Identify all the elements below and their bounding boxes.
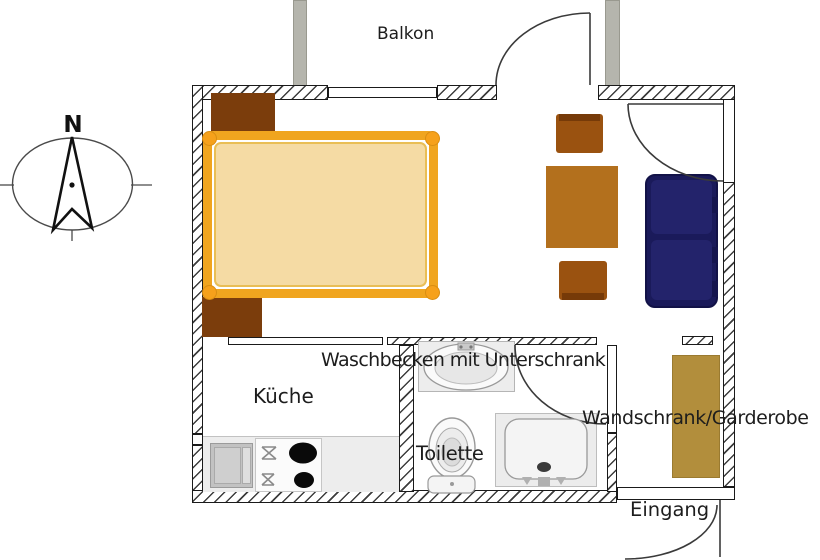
living-room-door	[627, 103, 724, 182]
balcony-post-right	[605, 0, 620, 86]
bedroom-kitchen-divider	[228, 337, 383, 345]
entrance-door-opening	[617, 487, 735, 500]
balcony-window	[328, 87, 437, 98]
bed-post	[202, 131, 217, 146]
bed-post	[425, 285, 440, 300]
wall-left-upper	[192, 85, 203, 434]
bed	[203, 131, 438, 298]
compass-icon	[0, 136, 152, 241]
toilet-label: Toilette	[416, 442, 484, 465]
dining-table	[546, 166, 618, 248]
nightstand-foot	[202, 297, 262, 337]
wardrobe	[672, 355, 720, 478]
right-wall-door-opening	[723, 99, 735, 183]
balcony-door	[495, 12, 591, 86]
sink-basin	[214, 447, 241, 484]
hall-wall-lower	[607, 433, 617, 492]
north-arrow-icon	[50, 136, 95, 235]
balcony-label: Balkon	[377, 24, 435, 44]
couch-cushion	[651, 180, 712, 234]
bathroom-left-wall	[399, 345, 414, 492]
bed-post	[425, 131, 440, 146]
washbasin-label: Waschbecken mit Unterschrank	[321, 349, 606, 371]
balcony-post-left	[293, 0, 307, 86]
mattress	[214, 142, 427, 287]
wall-right	[723, 182, 735, 487]
couch-cushion	[651, 240, 712, 300]
chair-backrest	[559, 114, 600, 121]
chair-top	[556, 114, 603, 153]
sink-drainer	[242, 447, 251, 484]
bed-post	[202, 285, 217, 300]
wall-top-right	[598, 85, 735, 100]
stove	[255, 438, 322, 492]
compass-north-label: N	[63, 112, 83, 138]
left-wall-window	[192, 434, 203, 445]
nightstand-head	[211, 93, 275, 138]
chair-backrest	[562, 293, 604, 300]
chair-bottom	[559, 261, 607, 300]
hall-wall-upper	[607, 345, 617, 433]
wall-top-mid	[437, 85, 497, 100]
kitchen-sink	[210, 443, 253, 488]
entrance-label: Eingang	[630, 498, 710, 521]
hall-stub-wall	[682, 336, 713, 345]
couch	[645, 174, 718, 308]
kitchen-label: Küche	[253, 384, 314, 408]
wardrobe-label: Wandschrank/Garderobe	[582, 407, 809, 429]
wall-bottom	[192, 490, 617, 503]
